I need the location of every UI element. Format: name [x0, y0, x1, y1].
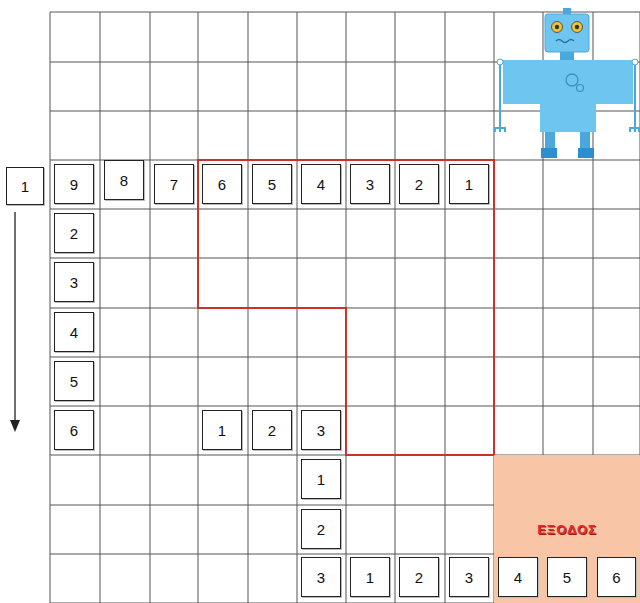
step-box: 1 — [301, 459, 341, 499]
step-number: 2 — [70, 225, 78, 242]
step-number: 5 — [70, 373, 78, 390]
step-box: 7 — [154, 164, 194, 204]
robot-gear — [566, 74, 578, 86]
step-number: 2 — [415, 176, 423, 193]
robot-leg — [545, 132, 555, 150]
robot-pupil — [555, 25, 559, 29]
step-number: 3 — [366, 176, 374, 193]
robot-joint — [497, 59, 503, 65]
step-number: 1 — [218, 422, 226, 439]
robot-hand — [630, 128, 639, 132]
arrow-shaft — [14, 212, 15, 424]
step-number: 4 — [514, 569, 522, 586]
robot-leg — [580, 132, 590, 150]
robot-eye — [552, 22, 563, 33]
exit-label: ΕΞΟΔΟΣ — [537, 522, 597, 537]
step-box: 3 — [449, 557, 489, 597]
robot-arm — [499, 62, 501, 132]
step-box: 2 — [399, 557, 439, 597]
step-box: 3 — [54, 262, 94, 302]
grid-line — [50, 12, 640, 13]
robot-torso — [540, 60, 596, 132]
step-number: 2 — [415, 569, 423, 586]
step-number: 6 — [218, 176, 226, 193]
step-number: 1 — [317, 471, 325, 488]
step-box: 5 — [54, 361, 94, 401]
step-number: 3 — [317, 422, 325, 439]
arrow-head — [10, 420, 20, 432]
robot-pupil — [575, 25, 579, 29]
step-number: 3 — [317, 569, 325, 586]
step-box: 8 — [104, 160, 144, 200]
step-box: 6 — [54, 410, 94, 450]
robot-foot — [541, 148, 557, 158]
step-number: 3 — [465, 569, 473, 586]
robot-figure — [495, 8, 639, 158]
step-number: 6 — [612, 569, 620, 586]
step-box: 2 — [252, 410, 292, 450]
down-arrow — [10, 212, 20, 432]
step-box: 5 — [252, 164, 292, 204]
step-box: 1 — [449, 164, 489, 204]
step-box: 5 — [547, 557, 587, 597]
step-number: 2 — [317, 521, 325, 538]
robot-mouth — [556, 40, 574, 43]
step-number: 5 — [268, 176, 276, 193]
step-number: 1 — [465, 176, 473, 193]
robot-arm — [634, 62, 636, 132]
step-number: 3 — [70, 274, 78, 291]
step-number: 6 — [70, 422, 78, 439]
step-box: 4 — [301, 164, 341, 204]
robot-foot — [578, 148, 594, 158]
step-number: 1 — [366, 569, 374, 586]
step-box: 6 — [202, 164, 242, 204]
step-box: 2 — [301, 509, 341, 549]
robot-antenna — [563, 8, 571, 14]
step-box: 9 — [54, 164, 94, 204]
red-path-outline — [198, 160, 494, 455]
robot-head — [545, 14, 589, 52]
robot-eye — [572, 22, 583, 33]
step-number: 2 — [268, 422, 276, 439]
step-box: 3 — [350, 164, 390, 204]
robot-gear — [577, 85, 584, 92]
step-number: 7 — [170, 176, 178, 193]
step-number: 4 — [70, 324, 78, 341]
grid-line — [50, 209, 640, 210]
grid-lines — [50, 12, 640, 603]
robot-neck — [560, 52, 574, 60]
step-box: 2 — [54, 213, 94, 253]
robot-hand — [495, 128, 505, 132]
step-box: 1 — [350, 557, 390, 597]
step-number: 4 — [317, 176, 325, 193]
step-number: 9 — [70, 176, 78, 193]
step-box: 6 — [597, 557, 636, 597]
grid-line — [50, 258, 640, 259]
step-box: 1 — [202, 410, 242, 450]
step-number: 1 — [21, 178, 29, 195]
step-number: 8 — [120, 172, 128, 189]
step-box: 1 — [6, 167, 44, 205]
step-box: 3 — [301, 410, 341, 450]
step-box: 3 — [301, 557, 341, 597]
step-number: 5 — [563, 569, 571, 586]
step-box: 4 — [498, 557, 538, 597]
step-box: 4 — [54, 312, 94, 352]
robot-joint — [632, 59, 638, 65]
step-box: 2 — [399, 164, 439, 204]
